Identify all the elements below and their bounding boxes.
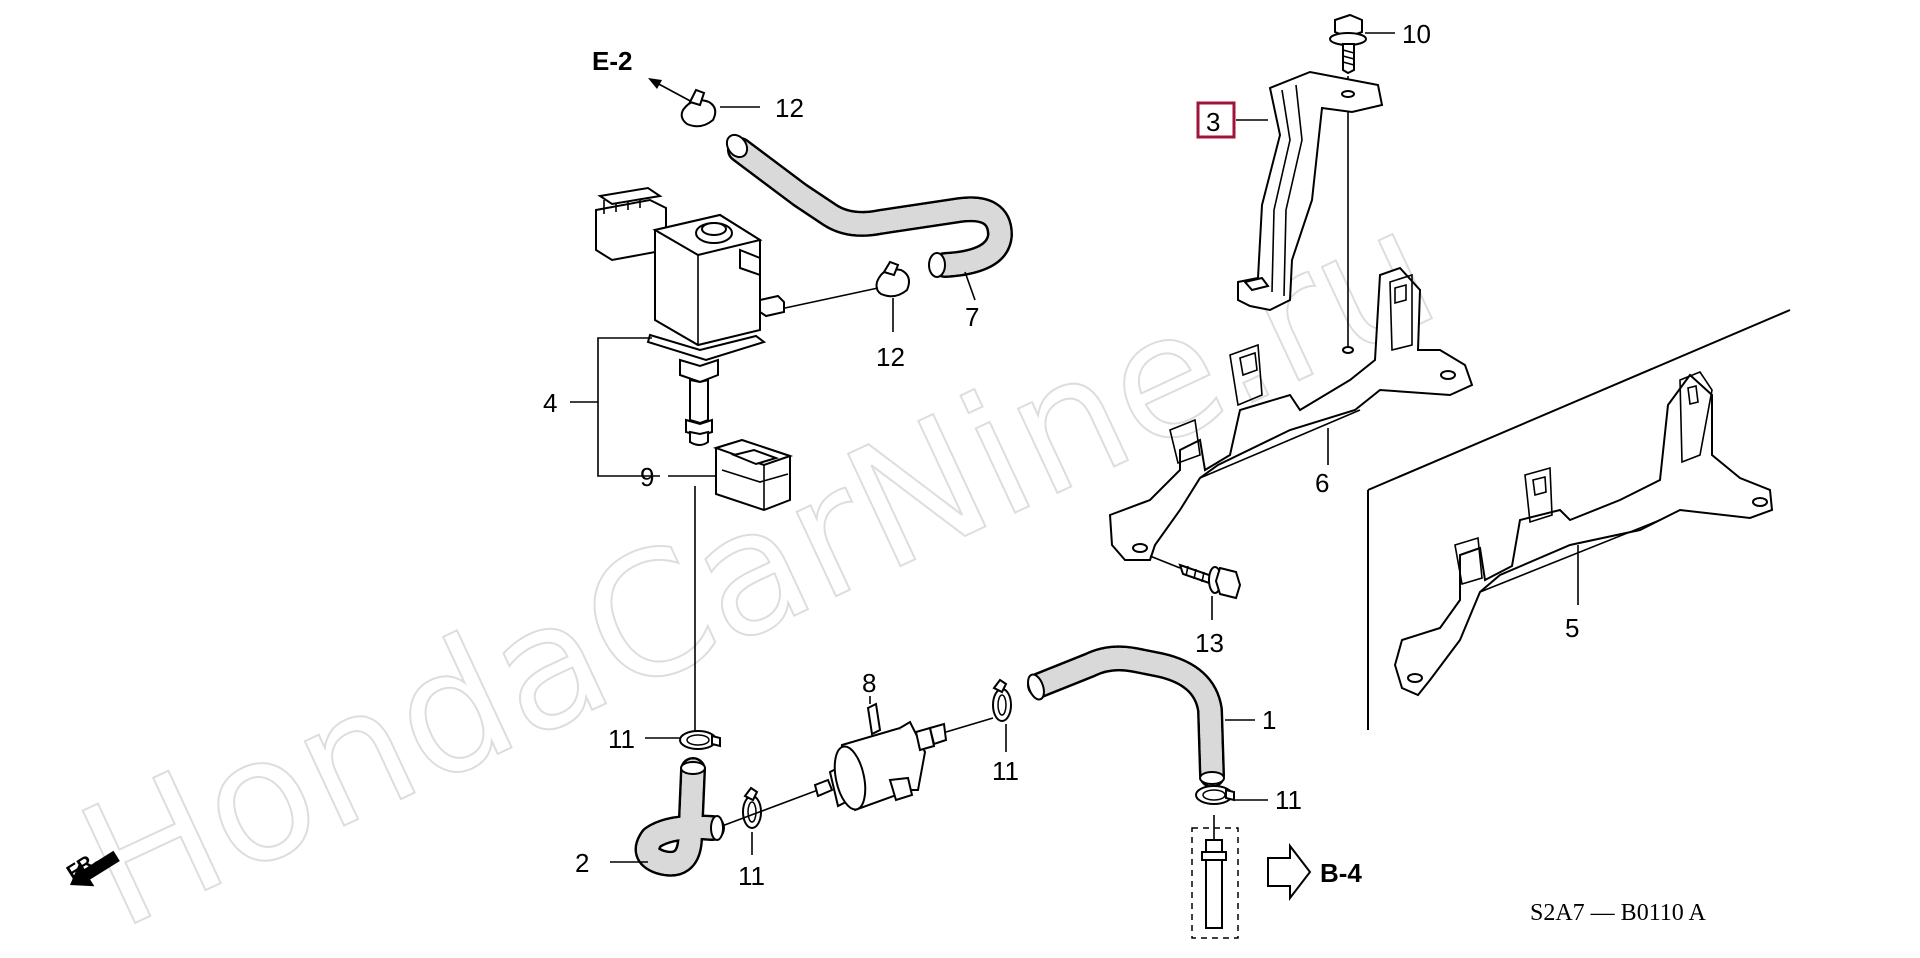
- callout-11-middle[interactable]: 11: [992, 756, 1019, 786]
- clamp-11-right[interactable]: [1195, 785, 1235, 805]
- front-direction-arrow-icon: [70, 850, 120, 887]
- fuel-filter-8[interactable]: [813, 702, 948, 812]
- callout-12-middle[interactable]: 12: [876, 342, 905, 372]
- ref-b4-label[interactable]: B-4: [1320, 858, 1362, 888]
- callout-8[interactable]: 8: [862, 668, 876, 698]
- filter-inlet-line: [721, 789, 819, 827]
- hose-1[interactable]: [1025, 645, 1225, 788]
- callout-11-left[interactable]: 11: [608, 724, 635, 754]
- bolt-10[interactable]: [1329, 13, 1367, 75]
- callout-5[interactable]: 5: [1565, 613, 1579, 643]
- callout-12-top[interactable]: 12: [775, 93, 804, 123]
- clamp-12-middle[interactable]: [875, 260, 910, 298]
- bracket-5[interactable]: [1393, 371, 1774, 697]
- inset-border-top: [1367, 309, 1791, 491]
- clamp-11-middle[interactable]: [992, 678, 1012, 722]
- fuel-pipe-b4[interactable]: [1201, 815, 1227, 929]
- purge-control-solenoid-valve[interactable]: [595, 186, 785, 446]
- bracket-3[interactable]: [1237, 70, 1384, 312]
- clamp-12-top[interactable]: [680, 88, 717, 128]
- clamp-11-left[interactable]: [679, 730, 721, 750]
- callout-2[interactable]: 2: [575, 848, 589, 878]
- ref-e2-arrow-icon: [648, 78, 662, 89]
- b4-pipe-outline: [1191, 827, 1239, 939]
- leader-4-9-bracket: [597, 337, 660, 477]
- clamp-11-bottom-left[interactable]: [742, 786, 762, 829]
- callout-9[interactable]: 9: [640, 462, 654, 492]
- callout-3[interactable]: 3: [1206, 107, 1220, 137]
- callout-4[interactable]: 4: [543, 388, 557, 418]
- callout-6[interactable]: 6: [1315, 468, 1329, 498]
- callout-13[interactable]: 13: [1195, 628, 1224, 658]
- hollow-arrow-right-icon: [1267, 843, 1312, 901]
- ref-e2-label[interactable]: E-2: [592, 46, 632, 76]
- bolt-13-axis-line: [1149, 555, 1181, 569]
- callout-11-right[interactable]: 11: [1275, 785, 1302, 815]
- callout-1[interactable]: 1: [1262, 705, 1276, 735]
- callout-7[interactable]: 7: [965, 302, 979, 332]
- callout-11-bottom-left[interactable]: 11: [738, 861, 765, 891]
- bracket-6[interactable]: [1108, 266, 1474, 561]
- diagram-code: S2A7 — B0110 A: [1530, 900, 1706, 926]
- callout-3-highlight-box: [1196, 101, 1236, 139]
- mount-rubber-9[interactable]: [712, 438, 794, 512]
- hose-7[interactable]: [723, 131, 1013, 278]
- filter-outlet-line: [945, 717, 994, 733]
- bolt-13[interactable]: [1178, 563, 1242, 600]
- ref-e2-leader: [654, 81, 695, 104]
- solenoid-to-clamp-line: [784, 287, 879, 309]
- callout-10[interactable]: 10: [1402, 19, 1431, 49]
- hose-2[interactable]: [634, 757, 725, 877]
- leader-7: [964, 271, 976, 301]
